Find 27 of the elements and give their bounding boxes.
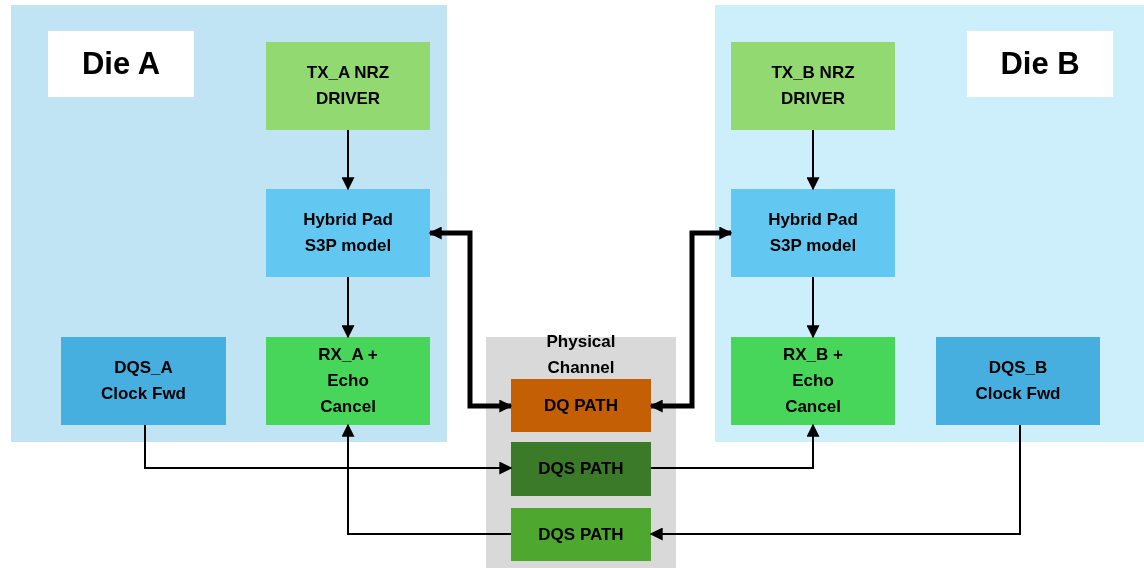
arrow — [341, 276, 355, 339]
arrow — [144, 424, 513, 475]
arrow — [806, 276, 820, 339]
block-box: Hybrid Pad S3P model — [731, 189, 895, 277]
group-label: Physical Channel — [545, 331, 617, 379]
arrow — [649, 424, 1021, 541]
block-box: DQS_A Clock Fwd — [61, 337, 226, 425]
block-box: Hybrid Pad S3P model — [266, 189, 430, 277]
arrow — [341, 423, 512, 535]
die-title: Die B — [967, 31, 1113, 97]
block-box: DQS PATH — [511, 442, 651, 496]
block-box: RX_A + Echo Cancel — [266, 337, 430, 425]
arrow — [428, 226, 513, 413]
die-panel — [715, 5, 1144, 442]
block-box: DQS PATH — [511, 508, 651, 561]
arrow — [649, 226, 733, 413]
arrow — [341, 129, 355, 191]
block-box: TX_A NRZ DRIVER — [266, 42, 430, 130]
die-title: Die A — [48, 31, 194, 97]
block-box: DQ PATH — [511, 379, 651, 432]
arrow — [650, 423, 820, 469]
block-box: TX_B NRZ DRIVER — [731, 42, 895, 130]
die-panel — [11, 5, 447, 442]
channel-group — [486, 337, 676, 568]
block-box: RX_B + Echo Cancel — [731, 337, 895, 425]
block-box: DQS_B Clock Fwd — [936, 337, 1100, 425]
arrow — [806, 129, 820, 191]
